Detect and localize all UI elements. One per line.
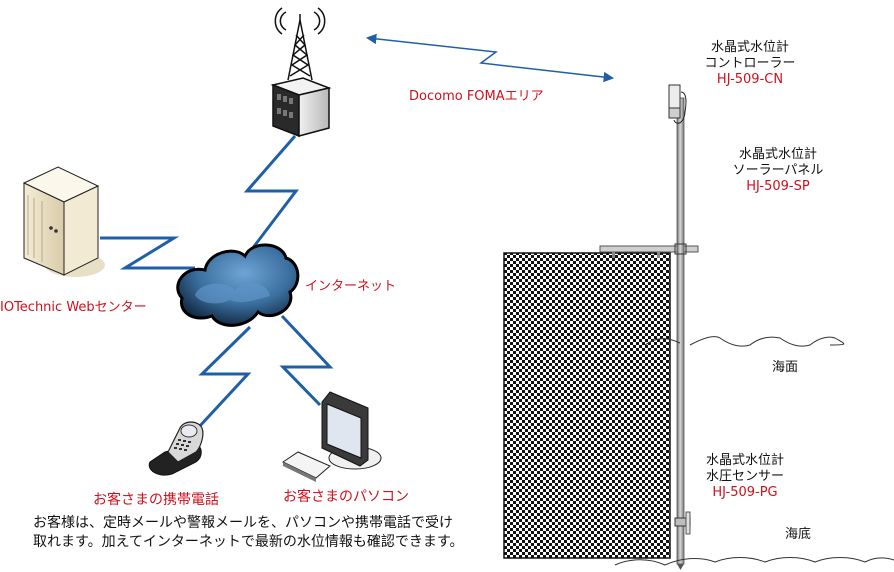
pressure-sensor-label: 水晶式水位計 水圧センサー HJ-509-PG (690, 453, 800, 501)
sea-bottom-label: 海底 (785, 527, 812, 542)
link-internet-to-pc (279, 314, 334, 407)
controller-label: 水晶式水位計 コントローラー HJ-509-CN (690, 40, 810, 88)
solar-panel-icon (503, 245, 699, 559)
sea-surface-wave (644, 336, 845, 347)
solar-panel-line2: ソーラーパネル (732, 163, 824, 178)
internet-cloud-icon (176, 243, 300, 327)
foma-area-label: Docomo FOMAエリア (409, 89, 544, 104)
link-internet-to-phone (196, 325, 252, 430)
sea-bottom-wave (614, 557, 894, 566)
caption: お客様は、定時メールや警報メールを、パソコンや携帯電話で受け 取れます。加えてイ… (33, 514, 464, 552)
controller-model: HJ-509-CN (716, 72, 784, 87)
caption-line2: 取れます。加えてインターネットで最新の水位情報も確認できます。 (33, 534, 464, 550)
web-center-label: IOTechnic Webセンター (0, 300, 147, 315)
pc-icon (281, 391, 382, 482)
customer-pc-label: お客さまのパソコン (283, 489, 409, 505)
solar-panel-line1: 水晶式水位計 (738, 147, 817, 162)
caption-line1: お客様は、定時メールや警報メールを、パソコンや携帯電話で受け (33, 515, 453, 531)
foma-wireless-link (365, 33, 615, 83)
link-base-station-to-internet (243, 135, 300, 258)
solar-panel-label: 水晶式水位計 ソーラーパネル HJ-509-SP (718, 147, 838, 195)
network-links (100, 135, 334, 430)
pressure-sensor-line1: 水晶式水位計 (705, 453, 784, 468)
controller-line2: コントローラー (704, 56, 796, 71)
link-web-center-to-internet (100, 236, 195, 270)
controller-line1: 水晶式水位計 (710, 40, 789, 55)
mobile-phone-icon (148, 421, 204, 476)
pressure-sensor-line2: 水圧センサー (705, 469, 784, 484)
sea-surface-label: 海面 (772, 360, 799, 375)
internet-label: インターネット (305, 279, 397, 294)
server-icon (22, 166, 105, 277)
base-station-icon (270, 7, 332, 138)
mounting-pole-icon (668, 84, 691, 570)
solar-panel-model: HJ-509-SP (746, 179, 810, 194)
pressure-sensor-model: HJ-509-PG (712, 485, 778, 500)
customer-phone-label: お客さまの携帯電話 (93, 492, 219, 508)
